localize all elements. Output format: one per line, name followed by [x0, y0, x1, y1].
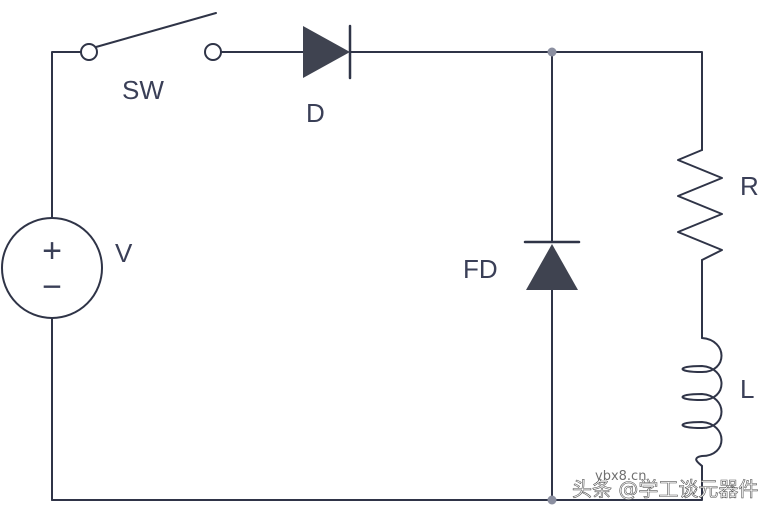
- wire-top-2: [349, 51, 703, 151]
- label-fd: FD: [463, 254, 498, 284]
- switch-terminal-left: [80, 43, 98, 61]
- junction-top: [547, 47, 557, 57]
- label-d: D: [306, 98, 325, 128]
- label-sw: SW: [122, 75, 164, 105]
- label-r: R: [740, 171, 759, 201]
- watermark-overlay: ybx8.cn: [595, 469, 646, 484]
- inductor-coil: [681, 337, 723, 467]
- diode-d-triangle: [303, 26, 350, 78]
- wire-bottom: [51, 465, 703, 501]
- source-minus-sign: −: [42, 268, 62, 306]
- switch-blade: [95, 12, 217, 48]
- resistor-zigzag: [677, 149, 723, 261]
- label-l: L: [740, 374, 754, 404]
- source-plus-sign: +: [42, 232, 62, 270]
- label-v: V: [115, 238, 133, 268]
- voltage-source-circle: [1, 217, 103, 319]
- watermark-text: 头条 @学工谈元器件: [572, 477, 758, 501]
- junction-bottom: [547, 495, 557, 505]
- switch-terminal-right: [204, 43, 222, 61]
- diode-fd-triangle: [526, 244, 578, 290]
- wire-left-top: [51, 51, 83, 219]
